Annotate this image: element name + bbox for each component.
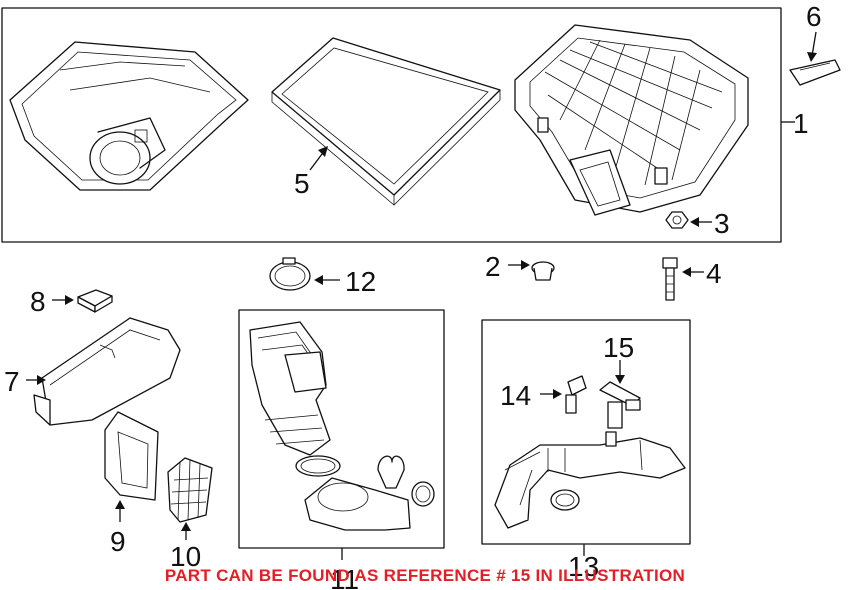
part-11-intake-boot bbox=[249, 321, 435, 531]
part-9-seal bbox=[104, 411, 159, 501]
arrow-9 bbox=[115, 500, 125, 509]
arrow-12 bbox=[314, 275, 323, 285]
part-3-nut bbox=[665, 211, 689, 229]
callout-15: 15 bbox=[603, 332, 634, 363]
arrow-5 bbox=[318, 146, 328, 157]
part-6-clip bbox=[789, 59, 841, 86]
reference-note: PART CAN BE FOUND AS REFERENCE # 15 IN I… bbox=[165, 566, 685, 585]
part-4-bolt bbox=[662, 257, 678, 301]
arrow-6 bbox=[807, 52, 817, 62]
part-8-pad bbox=[77, 289, 113, 313]
callout-2: 2 bbox=[485, 251, 501, 282]
callout-8: 8 bbox=[30, 286, 46, 317]
callout-11: 11 bbox=[330, 564, 359, 590]
arrow-15 bbox=[615, 375, 625, 384]
part-13-intake-pipe bbox=[494, 431, 686, 529]
callout-10: 10 bbox=[170, 541, 201, 572]
arrow-7 bbox=[37, 375, 46, 385]
air-filter-element bbox=[271, 37, 501, 206]
callout-14: 14 bbox=[500, 380, 531, 411]
part-10-mesh bbox=[167, 457, 213, 523]
callout-7: 7 bbox=[4, 366, 20, 397]
assembly-13-frame bbox=[481, 319, 691, 545]
arrow-4 bbox=[682, 267, 691, 277]
leader-6 bbox=[811, 31, 817, 57]
callout-9: 9 bbox=[110, 526, 126, 557]
arrow-14 bbox=[553, 389, 562, 399]
arrow-8 bbox=[65, 295, 74, 305]
air-cleaner-upper-cover bbox=[9, 41, 249, 191]
part-2-grommet bbox=[531, 261, 555, 281]
callout-3: 3 bbox=[714, 208, 730, 239]
arrow-10 bbox=[181, 522, 191, 531]
callout-12: 12 bbox=[345, 266, 376, 297]
air-box-lower-housing bbox=[514, 24, 749, 216]
part-15-sensor bbox=[599, 381, 641, 429]
assembly-1-frame bbox=[1, 7, 782, 243]
callout-5: 5 bbox=[294, 168, 310, 199]
arrow-2 bbox=[521, 260, 530, 270]
callout-4: 4 bbox=[706, 258, 722, 289]
part-7-intake-duct bbox=[33, 317, 181, 426]
callout-13: 13 bbox=[568, 551, 599, 582]
callout-6: 6 bbox=[806, 1, 822, 32]
callout-1: 1 bbox=[793, 108, 809, 139]
part-12-clamp bbox=[269, 257, 311, 291]
arrow-3 bbox=[690, 217, 699, 227]
part-14-connector bbox=[565, 375, 587, 414]
